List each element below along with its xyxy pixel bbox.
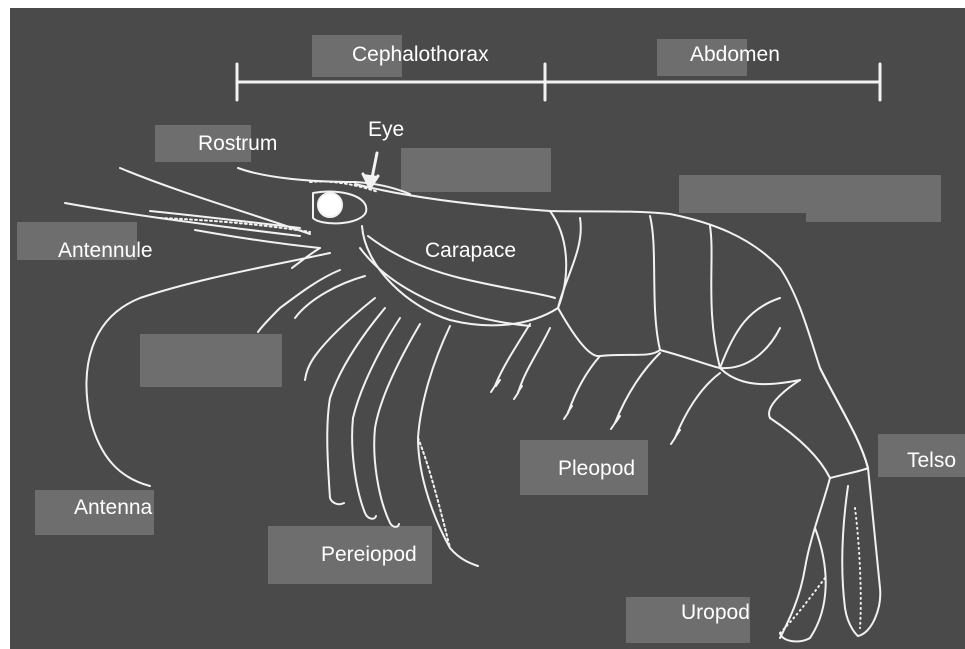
body-region-scale-bar	[237, 64, 880, 100]
pleopods	[491, 324, 720, 444]
label-antenna: Antenna	[74, 497, 152, 518]
antenna	[87, 253, 330, 486]
label-uropod: Uropod	[681, 602, 750, 623]
abdomen-segments	[558, 216, 868, 478]
pereiopods	[305, 298, 478, 566]
carapace-outline	[355, 184, 868, 468]
label-telson: Telso	[907, 450, 956, 471]
diagram-canvas: Cephalothorax Abdomen Eye Rostrum Antenn…	[10, 8, 965, 649]
label-carapace: Carapace	[425, 240, 516, 261]
label-abdomen: Abdomen	[690, 44, 780, 65]
antennules	[65, 168, 320, 248]
mouthparts	[258, 270, 365, 332]
label-pereiopod: Pereiopod	[321, 544, 417, 565]
shrimp-drawing	[10, 8, 965, 649]
label-cephalothorax: Cephalothorax	[352, 44, 489, 65]
label-pleopod: Pleopod	[558, 458, 635, 479]
label-antennule: Antennule	[58, 240, 153, 261]
label-rostrum: Rostrum	[198, 133, 277, 154]
tail-fan	[780, 468, 880, 641]
eye	[318, 193, 342, 217]
label-eye: Eye	[368, 119, 404, 140]
